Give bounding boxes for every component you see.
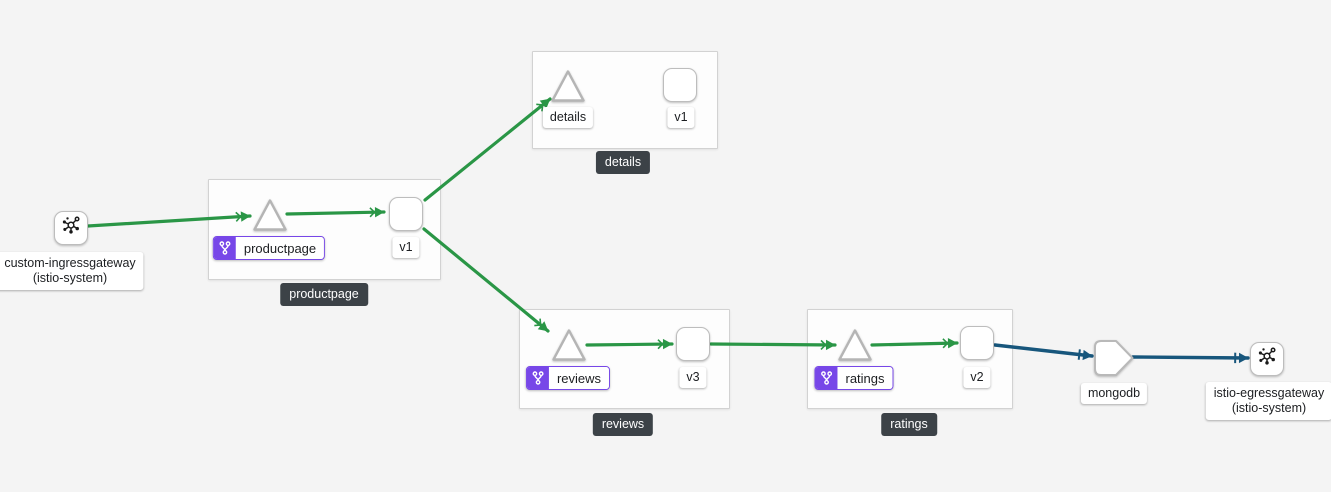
app-label-text: reviews bbox=[548, 367, 610, 389]
mesh-gateway-icon bbox=[1256, 346, 1278, 373]
group-caption-details: details bbox=[595, 151, 651, 174]
version-label-reviews-v3: v3 bbox=[679, 367, 707, 388]
edge-ingress-to-productpage[interactable] bbox=[86, 211, 252, 228]
label-istio-egressgateway: istio-egressgateway (istio-system) bbox=[1205, 382, 1331, 420]
version-label-ratings-v2: v2 bbox=[963, 367, 991, 388]
edge-productpage-v1-to-details[interactable] bbox=[423, 97, 552, 202]
edge-ratings-to-v2[interactable] bbox=[870, 338, 959, 349]
label-line1: istio-egressgateway bbox=[1213, 386, 1325, 400]
node-service-reviews[interactable] bbox=[551, 328, 587, 362]
label-mongodb: mongodb bbox=[1080, 383, 1148, 404]
node-custom-ingressgateway[interactable] bbox=[54, 211, 88, 245]
version-badge-icon bbox=[815, 367, 838, 389]
label-custom-ingressgateway: custom-ingressgateway (istio-system) bbox=[0, 252, 144, 290]
node-istio-egressgateway[interactable] bbox=[1250, 342, 1284, 376]
version-badge-icon bbox=[213, 237, 236, 259]
group-caption-ratings: ratings bbox=[881, 413, 937, 436]
node-productpage-v1[interactable] bbox=[389, 197, 423, 231]
app-label-text: productpage bbox=[235, 237, 325, 259]
version-badge-icon bbox=[526, 367, 549, 389]
app-label-productpage: productpage bbox=[212, 236, 326, 260]
group-caption-productpage: productpage bbox=[280, 283, 368, 306]
node-service-details[interactable] bbox=[550, 69, 586, 103]
node-details-v1[interactable] bbox=[663, 68, 697, 102]
version-label-productpage-v1: v1 bbox=[392, 237, 420, 258]
label-line2: (istio-system) bbox=[32, 271, 108, 285]
edge-mongodb-to-egress[interactable] bbox=[1131, 352, 1250, 364]
node-mongodb[interactable] bbox=[1094, 340, 1134, 376]
edge-reviews-v3-to-ratings[interactable] bbox=[709, 339, 837, 351]
edge-ratings-v2-to-mongodb[interactable] bbox=[993, 343, 1094, 361]
app-label-ratings: ratings bbox=[814, 366, 894, 390]
node-service-productpage[interactable] bbox=[252, 198, 288, 232]
group-caption-reviews: reviews bbox=[592, 413, 654, 436]
node-ratings-v2[interactable] bbox=[960, 326, 994, 360]
mesh-gateway-icon bbox=[60, 215, 82, 242]
service-label-details: details bbox=[542, 107, 594, 128]
node-reviews-v3[interactable] bbox=[676, 327, 710, 361]
label-line1: custom-ingressgateway bbox=[4, 256, 136, 270]
version-label-details-v1: v1 bbox=[667, 107, 695, 128]
app-label-text: ratings bbox=[837, 367, 893, 389]
edge-reviews-to-v3[interactable] bbox=[585, 338, 674, 350]
edge-productpage-v1-to-reviews[interactable] bbox=[422, 227, 550, 333]
app-label-reviews: reviews bbox=[525, 366, 611, 390]
label-line2: (istio-system) bbox=[1231, 401, 1307, 415]
edge-productpage-to-v1[interactable] bbox=[285, 206, 386, 218]
node-service-ratings[interactable] bbox=[837, 328, 873, 362]
